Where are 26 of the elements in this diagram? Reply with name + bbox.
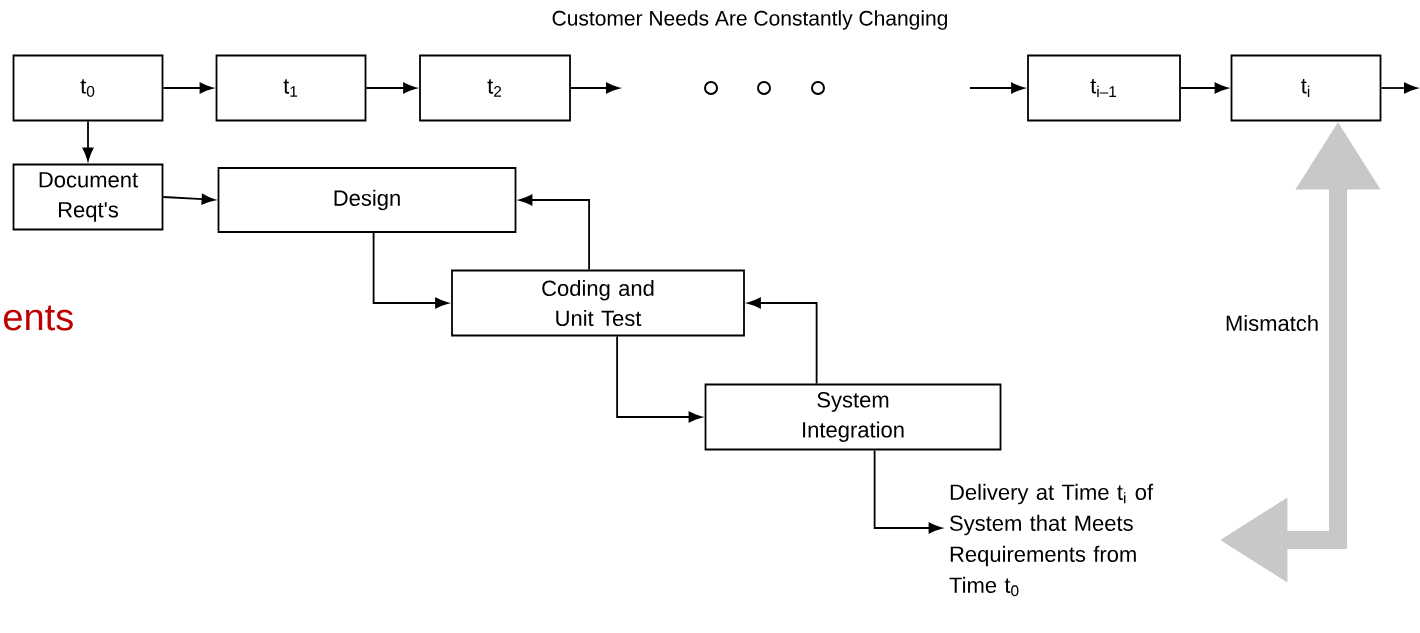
process-box: t$_{i}$	[1230, 54, 1382, 122]
process-box: System Integration	[704, 383, 1002, 451]
process-box: t$_{1}$	[215, 54, 367, 122]
arrow	[747, 297, 818, 385]
title: Customer Needs Are Constantly Changing	[552, 10, 947, 30]
arrow	[1180, 82, 1228, 94]
arrow	[873, 449, 942, 534]
edge-label: Mismatch	[1222, 312, 1322, 334]
process-box: t$_{i–1}$	[1027, 54, 1181, 122]
arrow	[519, 194, 590, 271]
arrow	[616, 335, 702, 423]
arrow	[365, 82, 417, 94]
process-box: Coding and Unit Test	[451, 269, 745, 337]
process-box: Design	[217, 167, 517, 233]
arrow	[82, 120, 94, 161]
arrow	[162, 82, 213, 94]
arrow	[372, 232, 449, 309]
arrow	[162, 193, 215, 205]
delivery-text: Delivery at Time t$_{i}$ of System that Meets Requirements from Time t$_{0}$	[949, 483, 1154, 597]
process-box: t$_{0}$	[12, 54, 164, 122]
arrow	[1380, 82, 1418, 94]
process-box: t$_{2}$	[419, 54, 571, 122]
arrow	[570, 82, 620, 94]
process-box: Document Reqt's	[12, 163, 164, 231]
heading-fragment: ents	[4, 305, 73, 331]
arrow	[969, 82, 1025, 94]
